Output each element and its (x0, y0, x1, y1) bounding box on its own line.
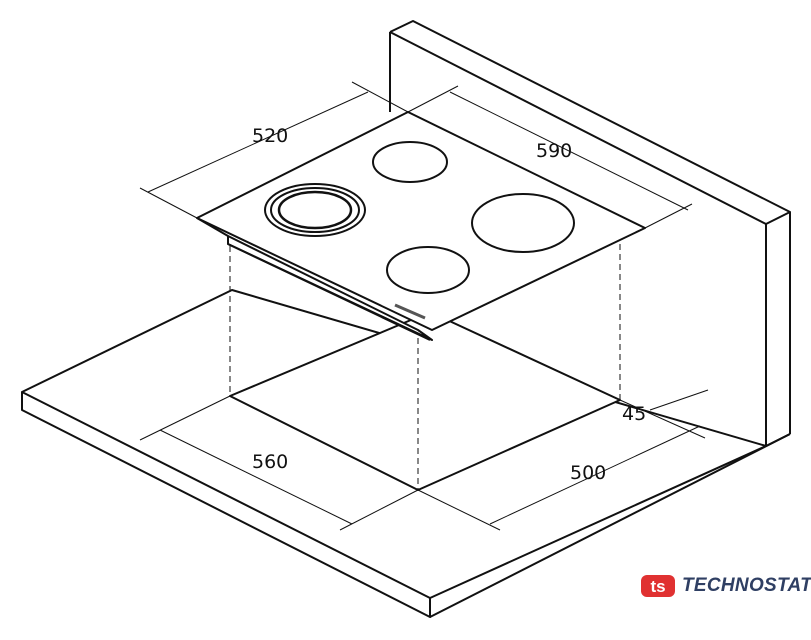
dimension-500: 500 (570, 462, 606, 484)
burner-front (386, 246, 470, 294)
logo-text: TECHNOSTATUS (682, 575, 811, 596)
technostatus-logo: ts TECHNOSTATUS (640, 574, 811, 598)
ts-logo-icon: ts (641, 575, 675, 597)
brand-label (394, 303, 426, 320)
dimension-560: 560 (252, 451, 288, 473)
dimension-45: 45 (622, 403, 646, 425)
countertop (21, 289, 791, 618)
burner-left-dual (264, 183, 366, 237)
svg-text:ts: ts (650, 577, 665, 596)
projection-lines (229, 244, 621, 490)
dimension-520: 520 (252, 125, 288, 147)
back-wall (389, 20, 791, 446)
dimension-590: 590 (536, 140, 572, 162)
burner-right (471, 193, 575, 253)
dimension-lines (139, 81, 709, 531)
burner-back (372, 141, 448, 183)
hob (196, 111, 646, 341)
